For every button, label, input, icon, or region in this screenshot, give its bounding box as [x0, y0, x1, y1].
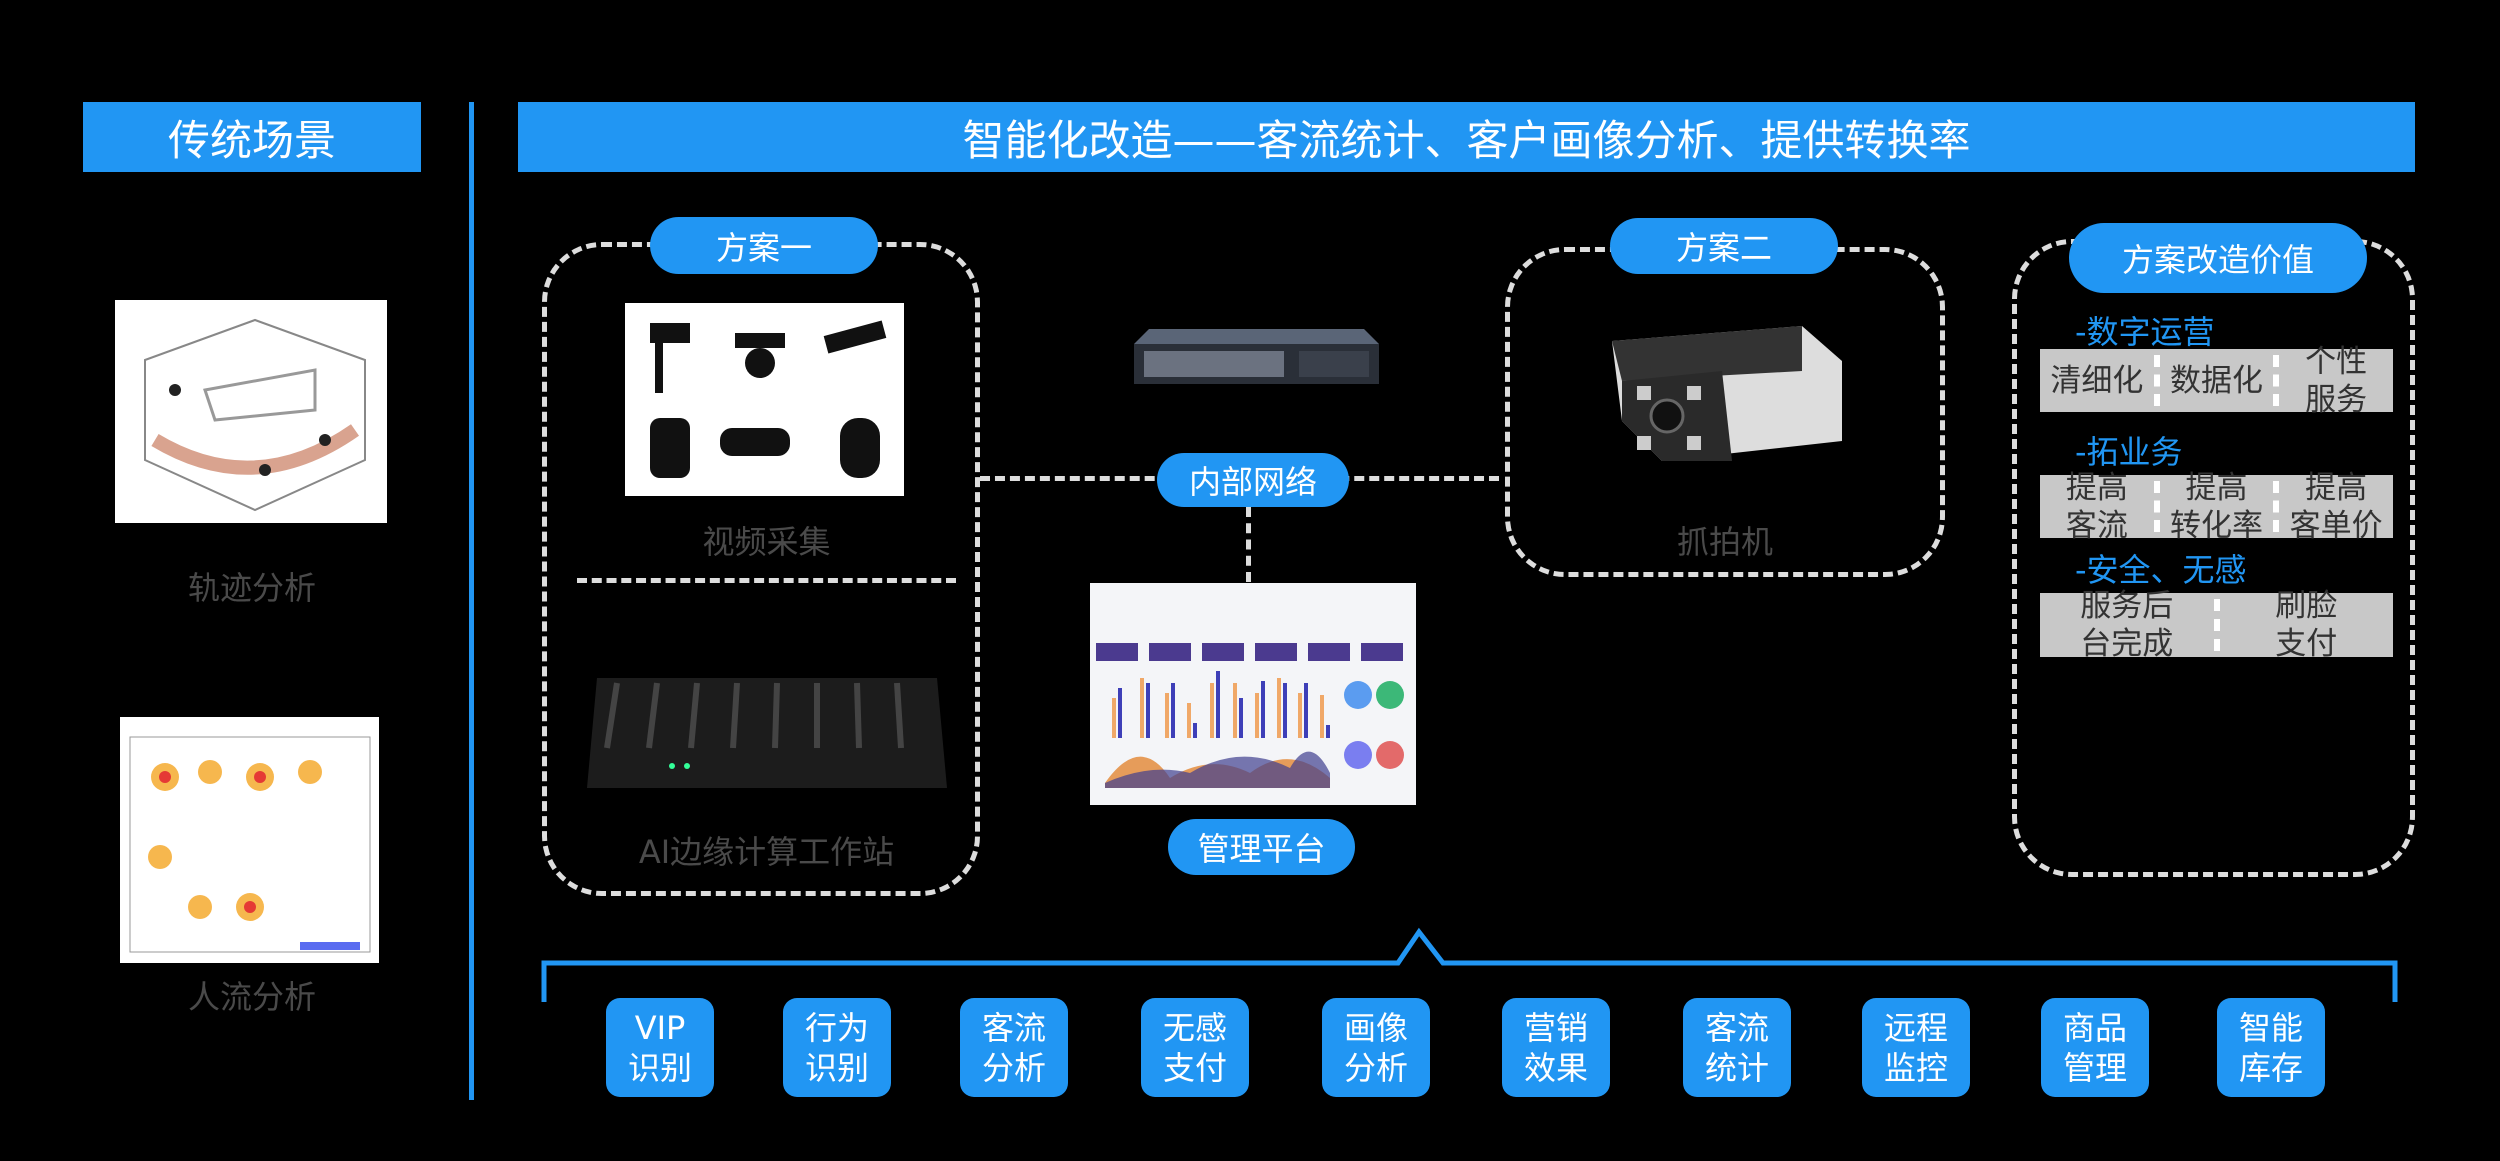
- cell-text: 刷脸: [2275, 588, 2338, 624]
- cell-text: 客单价: [2289, 507, 2383, 544]
- feature-button[interactable]: 商品管理: [2041, 998, 2149, 1097]
- feature-label: 管理: [2062, 1048, 2127, 1087]
- cell-separator: [2273, 355, 2280, 406]
- cell-text: 清细化: [2050, 362, 2144, 399]
- value-cell: 服务后台完成: [2040, 587, 2214, 663]
- feature-label: 识别: [627, 1048, 692, 1087]
- value-cell: 提高转化率: [2160, 469, 2274, 545]
- cell-text: 提高: [2305, 469, 2368, 506]
- feature-label: 行为: [804, 1008, 869, 1047]
- cell-text: 服务后: [2080, 588, 2174, 624]
- cell-separator: [2213, 599, 2220, 651]
- feature-label: 客流: [1704, 1008, 1769, 1047]
- cell-text: 台完成: [2080, 626, 2174, 662]
- cell-separator: [2273, 481, 2280, 532]
- internal-network-pill: 内部网络: [1157, 453, 1349, 507]
- cell-text: 数据化: [2170, 362, 2263, 399]
- expand-business-panel: 提高客流 提高转化率 提高客单价: [2040, 470, 2393, 544]
- feature-button[interactable]: 客流分析: [960, 998, 1068, 1097]
- feature-label: 识别: [804, 1048, 869, 1087]
- feature-button[interactable]: 营销效果: [1502, 998, 1610, 1097]
- cell-separator: [2153, 355, 2160, 406]
- traditional-scene-header: 传统场景: [83, 102, 421, 172]
- feature-button[interactable]: 无感支付: [1141, 998, 1249, 1097]
- feature-button[interactable]: 客流统计: [1683, 998, 1791, 1097]
- scheme1-divider: [577, 578, 956, 583]
- feature-label: 远程: [1883, 1008, 1948, 1047]
- feature-label: 效果: [1523, 1048, 1588, 1087]
- video-cameras-image: [625, 303, 904, 496]
- feature-bracket: [541, 927, 2398, 1002]
- cell-separator: [2153, 481, 2160, 532]
- value-cell: 个性服务: [2279, 343, 2393, 419]
- network-to-platform-line: [1246, 507, 1251, 582]
- feature-label: 分析: [981, 1048, 1046, 1087]
- video-capture-label: 视频采集: [702, 523, 831, 561]
- server-image: [1129, 319, 1380, 395]
- feature-button[interactable]: 远程监控: [1862, 998, 1970, 1097]
- feature-button[interactable]: 画像分析: [1322, 998, 1430, 1097]
- crowd-heatmap-image: [120, 717, 379, 963]
- digital-ops-panel: 清细化 数据化 个性服务: [2040, 344, 2393, 418]
- digital-ops-heading: -数字运营: [2075, 313, 2215, 351]
- cell-text: 提高: [2185, 469, 2248, 506]
- edge-computing-box-image: [577, 638, 956, 797]
- feature-label: 监控: [1883, 1048, 1948, 1087]
- cell-text: 个性: [2305, 343, 2368, 380]
- feature-label: 客流: [981, 1008, 1046, 1047]
- feature-label: 分析: [1343, 1048, 1408, 1087]
- vertical-divider: [469, 102, 474, 1100]
- feature-button[interactable]: 行为识别: [783, 998, 891, 1097]
- value-cell: 提高客单价: [2279, 469, 2393, 545]
- safety-panel: 服务后台完成 刷脸支付: [2040, 588, 2393, 662]
- edge-workstation-label: AI边缘计算工作站: [638, 833, 895, 871]
- feature-label: 智能: [2238, 1008, 2303, 1047]
- feature-label: 商品: [2062, 1008, 2127, 1047]
- cell-text: 服务: [2305, 381, 2368, 418]
- value-cell: 数据化: [2160, 362, 2274, 400]
- feature-label: 库存: [2238, 1048, 2303, 1087]
- snapshot-camera-label: 抓拍机: [1676, 523, 1773, 561]
- trajectory-analysis-image: [115, 300, 387, 523]
- value-cell: 清细化: [2040, 362, 2154, 400]
- cell-text: 转化率: [2170, 507, 2263, 544]
- value-cell: 刷脸支付: [2220, 587, 2394, 663]
- expand-business-heading: -拓业务: [2075, 433, 2183, 471]
- scheme1-pill: 方案一: [650, 217, 878, 274]
- feature-label: 画像: [1343, 1008, 1408, 1047]
- cell-text: 客流: [2065, 507, 2128, 544]
- scheme2-pill: 方案二: [1610, 218, 1838, 274]
- value-cell: 提高客流: [2040, 469, 2154, 545]
- feature-label: 无感: [1162, 1008, 1227, 1047]
- value-pill: 方案改造价值: [2069, 223, 2367, 293]
- snapshot-camera-image: [1602, 311, 1844, 478]
- feature-button[interactable]: 智能库存: [2217, 998, 2325, 1097]
- cell-text: 支付: [2275, 626, 2338, 662]
- management-dashboard-image: [1090, 583, 1416, 805]
- safety-heading: -安全、无感: [2075, 551, 2247, 589]
- feature-label: 营销: [1523, 1008, 1588, 1047]
- management-platform-pill: 管理平台: [1168, 819, 1355, 875]
- feature-label: 统计: [1704, 1048, 1769, 1087]
- main-header: 智能化改造——客流统计、客户画像分析、提供转换率: [518, 102, 2415, 172]
- feature-label: 支付: [1162, 1048, 1227, 1087]
- cell-text: 提高: [2065, 469, 2128, 506]
- feature-label: VIP: [634, 1008, 686, 1047]
- crowd-analysis-label: 人流分析: [187, 978, 316, 1016]
- trajectory-analysis-label: 轨迹分析: [187, 569, 316, 607]
